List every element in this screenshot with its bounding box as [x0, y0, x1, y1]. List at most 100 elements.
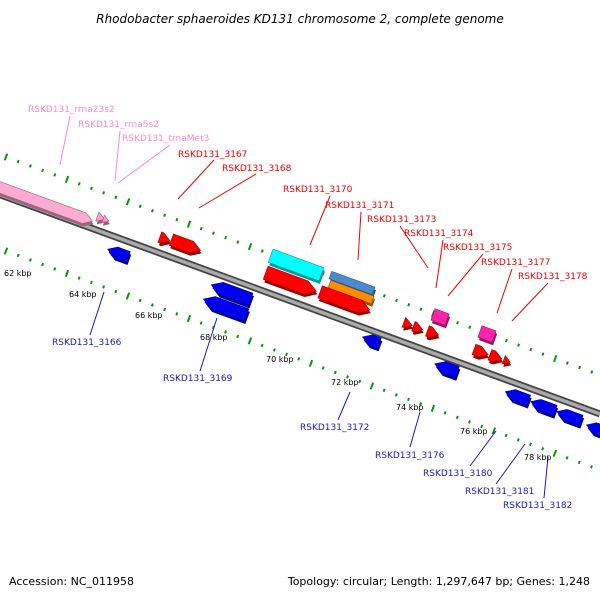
forward-gene-label[interactable]: RSKD131_3173 — [367, 215, 436, 225]
rna-gene-trnamet3-shade — [102, 218, 110, 226]
forward-gene-body — [477, 325, 497, 343]
forward-tick — [163, 213, 167, 217]
forward-gene-label[interactable]: RSKD131_3177 — [481, 258, 550, 268]
forward-tick — [199, 226, 203, 231]
reverse-leader-line — [409, 411, 421, 448]
forward-gene — [262, 265, 318, 298]
reverse-tick — [77, 276, 81, 280]
backbone-core — [0, 192, 600, 416]
reverse-gene — [362, 334, 383, 352]
forward-tick — [553, 354, 558, 363]
forward-gene-body — [471, 343, 489, 358]
forward-leader-line — [511, 282, 549, 322]
reverse-tick — [28, 258, 32, 262]
forward-gene-body — [430, 308, 450, 326]
rna-gene-trnamet3-body — [101, 214, 110, 224]
forward-tick — [456, 320, 460, 325]
reverse-tick — [407, 397, 410, 402]
forward-tick — [89, 186, 93, 191]
reverse-tick — [346, 375, 349, 379]
forward-gene-label[interactable]: RSKD131_3170 — [283, 185, 353, 195]
forward-tick — [28, 164, 32, 168]
forward-tick — [395, 298, 398, 303]
forward-tick — [529, 347, 533, 352]
reverse-gene-label[interactable]: RSKD131_3181 — [465, 487, 534, 497]
forward-gene-body — [168, 233, 202, 253]
reverse-gene — [434, 361, 461, 381]
forward-tick — [64, 175, 70, 184]
forward-tick — [590, 370, 594, 374]
reverse-gene-label[interactable]: RSKD131_3172 — [300, 423, 369, 433]
reverse-tick — [455, 415, 459, 420]
reverse-leader-line — [337, 391, 351, 421]
reverse-tick — [297, 357, 301, 361]
reverse-tick — [382, 388, 386, 393]
forward-gene — [267, 248, 325, 284]
reverse-tick — [211, 325, 215, 330]
reverse-gene-body — [107, 246, 131, 263]
rna-gene-label[interactable]: RSKD131_rrna5s2 — [78, 120, 159, 130]
reverse-gene-label[interactable]: RSKD131_3169 — [163, 374, 233, 384]
reverse-tick — [150, 303, 154, 307]
reverse-leader-line — [495, 443, 526, 485]
reverse-gene-body — [202, 296, 250, 322]
reverse-tick — [247, 337, 253, 345]
forward-tick — [175, 217, 179, 222]
reverse-gene-label[interactable]: RSKD131_3176 — [375, 451, 445, 461]
reverse-tick — [175, 312, 179, 316]
forward-gene-body — [411, 321, 424, 332]
reverse-gene-label[interactable]: RSKD131_3182 — [503, 501, 572, 511]
accession-text: Accession: NC_011958 — [9, 575, 134, 588]
reverse-gene — [504, 389, 532, 409]
reverse-gene — [556, 409, 585, 429]
forward-tick — [236, 240, 240, 244]
forward-leader-line — [496, 268, 513, 314]
forward-gene — [501, 354, 512, 368]
forward-tick — [382, 294, 386, 298]
reverse-tick — [224, 330, 228, 334]
forward-tick — [186, 220, 192, 228]
reverse-tick — [541, 447, 545, 451]
reverse-tick — [285, 352, 288, 357]
forward-gene-label[interactable]: RSKD131_3168 — [222, 164, 292, 174]
kbp-label: 68 kbp — [200, 333, 228, 342]
forward-gene-label[interactable]: RSKD131_3178 — [518, 272, 588, 282]
forward-gene-body — [327, 279, 375, 305]
rna-leader-line — [117, 144, 171, 184]
reverse-tick — [272, 348, 276, 352]
reverse-gene-label[interactable]: RSKD131_3180 — [423, 469, 493, 479]
rna-gene-label[interactable]: RSKD131_trnaMet3 — [122, 134, 209, 144]
forward-tick — [150, 208, 154, 213]
rna-gene-rrna23s2 — [0, 177, 94, 227]
forward-gene-label[interactable]: RSKD131_3174 — [404, 229, 474, 239]
forward-tick — [212, 231, 215, 235]
reverse-tick — [565, 456, 569, 460]
reverse-tick — [102, 285, 106, 289]
reverse-gene-label[interactable]: RSKD131_3166 — [52, 338, 122, 348]
reverse-tick — [321, 366, 325, 370]
reverse-gene-body — [210, 281, 254, 306]
reverse-tick — [443, 411, 447, 415]
reverse-tick — [53, 267, 57, 271]
reverse-leader-line — [199, 317, 218, 372]
reverse-tick — [308, 359, 314, 368]
forward-tick — [468, 325, 472, 329]
kbp-label: 66 kbp — [135, 311, 163, 320]
rna-gene-rrna5s2-body — [95, 212, 106, 222]
rna-leader-line — [59, 115, 71, 166]
kbp-label: 70 kbp — [266, 355, 294, 364]
forward-gene-label[interactable]: RSKD131_3175 — [443, 243, 512, 253]
reverse-gene-body — [530, 399, 558, 417]
forward-gene-label[interactable]: RSKD131_3167 — [178, 150, 247, 160]
reverse-gene-body — [362, 334, 382, 349]
forward-tick — [3, 153, 9, 161]
map-title: Rhodobacter sphaeroides KD131 chromosome… — [96, 12, 504, 26]
forward-gene-label[interactable]: RSKD131_3171 — [325, 201, 394, 211]
reverse-tick — [590, 465, 593, 469]
rna-gene-label[interactable]: RSKD131_rrna23s2 — [28, 105, 115, 115]
forward-gene-body — [328, 270, 376, 296]
reverse-gene — [202, 296, 250, 325]
forward-gene-body — [501, 354, 511, 365]
reverse-tick — [333, 370, 337, 375]
